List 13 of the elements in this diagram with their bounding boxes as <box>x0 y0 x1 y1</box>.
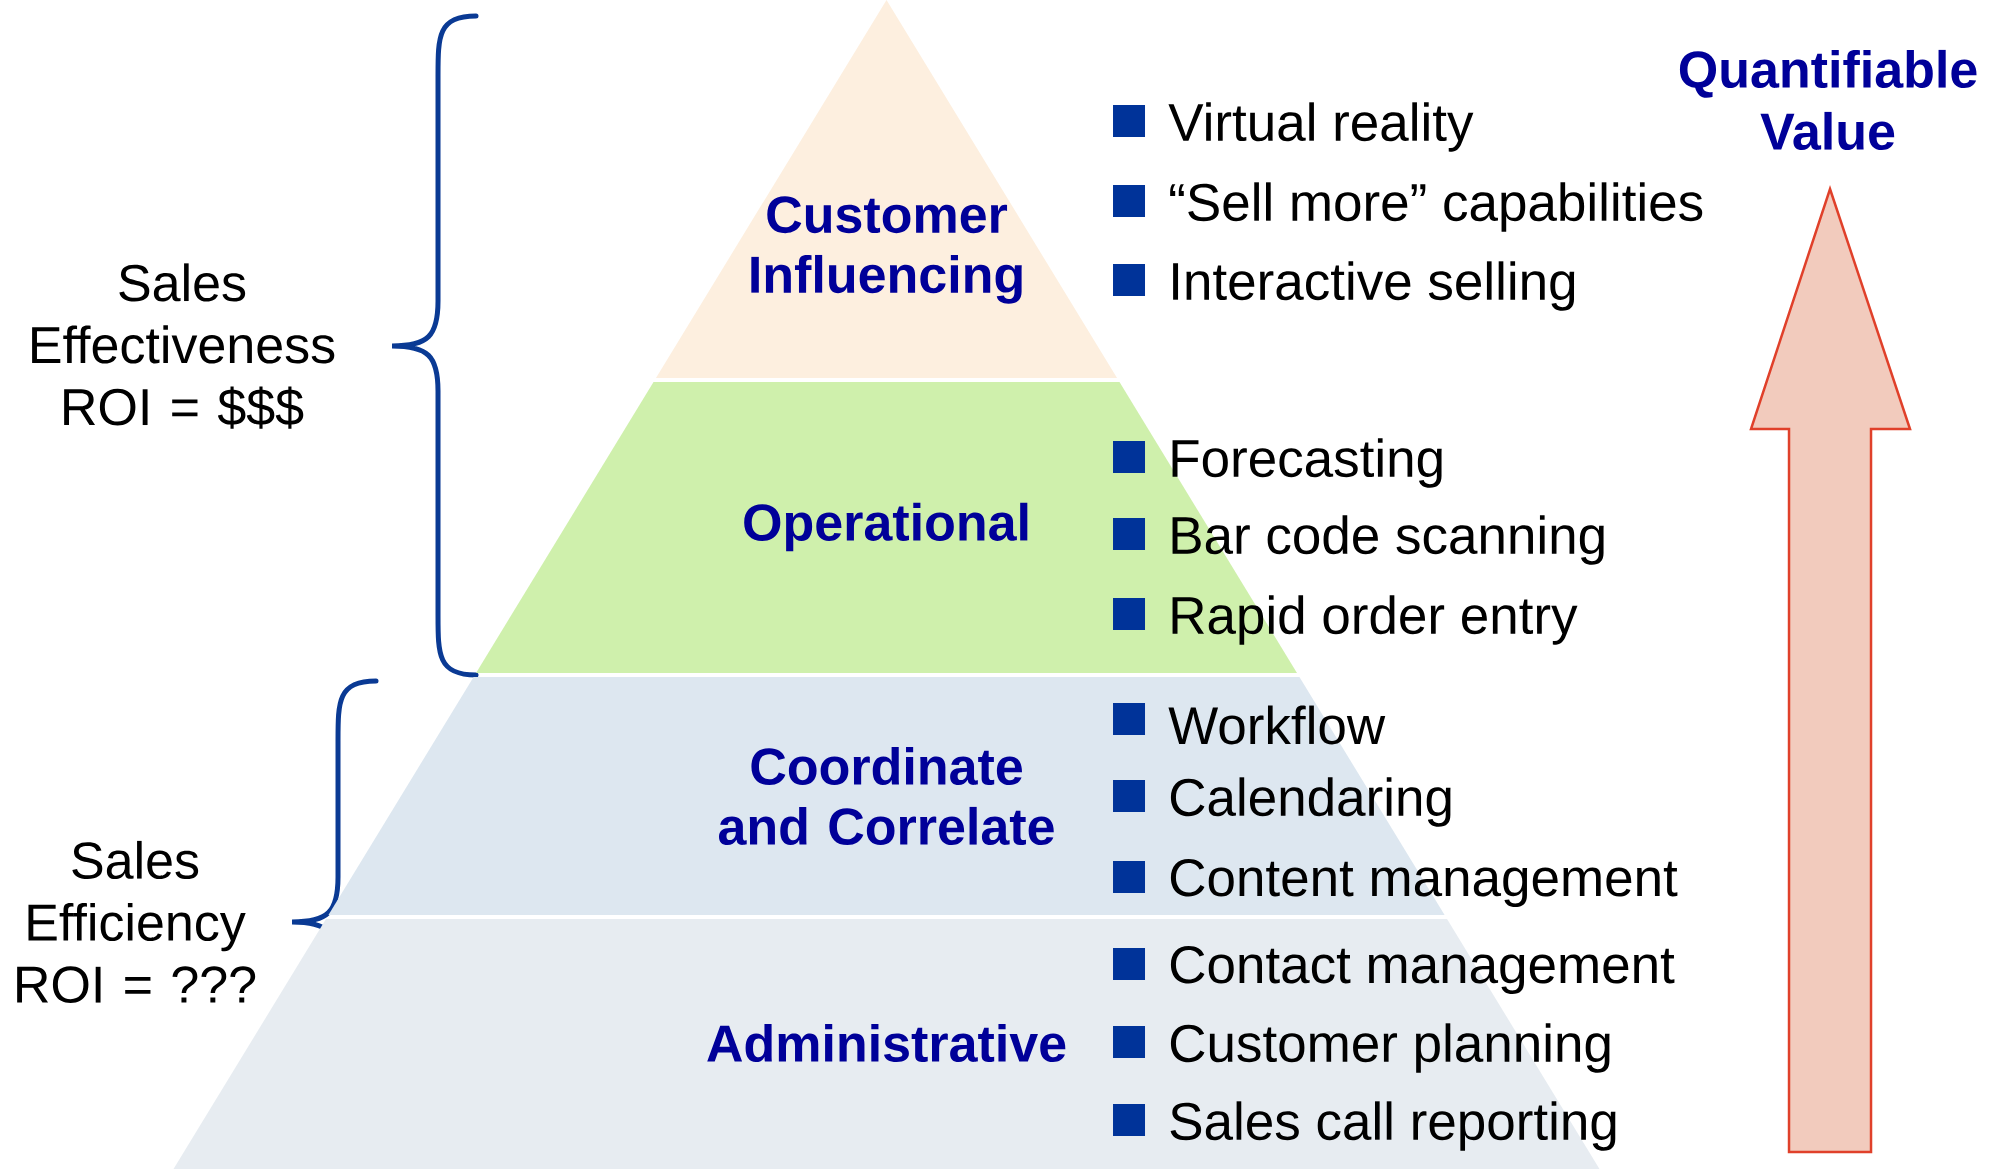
side-label: Sales Efficiency ROI = ??? <box>17 840 256 1004</box>
bullet-item: Customer planning <box>1113 1023 1610 1073</box>
bullet-item: Sales call reporting <box>1113 1101 1616 1151</box>
bullet-item: Forecasting <box>1113 438 1442 488</box>
bullet-item: Bar code scanning <box>1113 515 1604 565</box>
pyramid-band: Customer Influencing <box>655 0 1118 378</box>
bullet-item: Content management <box>1113 859 1678 907</box>
bullet-item: Workflow <box>1113 703 1386 745</box>
bullet-item: Contact management <box>1113 946 1675 994</box>
bullet-item: Rapid order entry <box>1113 595 1578 645</box>
axis-label: Quantifiable Value <box>1679 49 1977 151</box>
side-label: Sales Effectiveness ROI = $$$ <box>32 263 335 429</box>
bullet-item: Calendaring <box>1113 777 1451 827</box>
